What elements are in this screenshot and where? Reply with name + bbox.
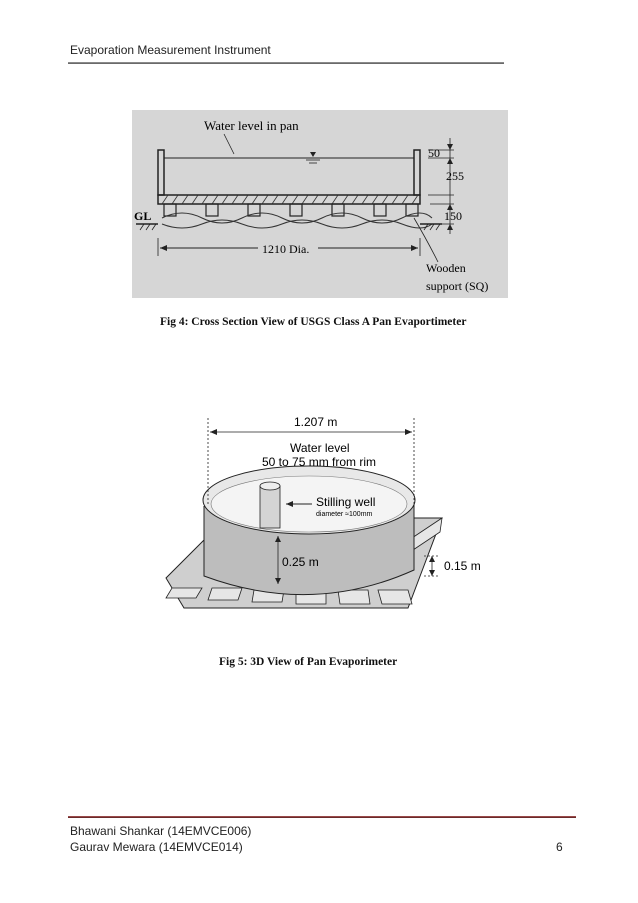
figure1-caption: Fig 4: Cross Section View of USGS Class … [160,316,467,328]
wooden-label: Wooden [426,261,466,275]
well-diameter-label: diameter ≈100mm [316,511,373,518]
support-label: support (SQ) [426,279,488,293]
figure-3d-view: 1.207 m Water level 50 to 75 mm from rim… [162,408,502,636]
stilling-well-label: Stilling well [316,495,375,509]
figure2-caption: Fig 5: 3D View of Pan Evaporimeter [219,656,398,668]
dim-150-label: 150 [444,209,462,223]
water-level-mark [310,152,316,157]
width-label: 1.207 m [294,415,337,429]
pan-left-wall [157,149,165,196]
footer-author-2: Gaurav Mewara (14EMVCE014) [70,840,243,854]
page-number: 6 [556,840,563,854]
diameter-label: 1210 Dia. [262,242,309,256]
footer-rule [68,816,576,818]
stilling-well [259,485,281,529]
pan-right-wall [413,149,421,196]
pan-bottom [157,194,421,205]
figure-cross-section: GL 1210 Dia. Water level in pan 50 255 1… [132,110,508,298]
gl-label: GL [134,209,151,223]
support-height-label: 0.15 m [444,559,481,573]
water-level-label: Water level in pan [204,118,299,133]
wooden-supports [163,203,419,217]
page-header-title: Evaporation Measurement Instrument [70,43,271,57]
water-range-label: 50 to 75 mm from rim [262,455,376,469]
dim-50-label: 50 [428,146,440,160]
water-level-label-3d: Water level [290,441,350,455]
header-rule [68,62,504,64]
footer-author-1: Bhawani Shankar (14EMVCE006) [70,824,252,838]
pan-depth-label: 0.25 m [282,555,319,569]
dim-255-label: 255 [446,169,464,183]
